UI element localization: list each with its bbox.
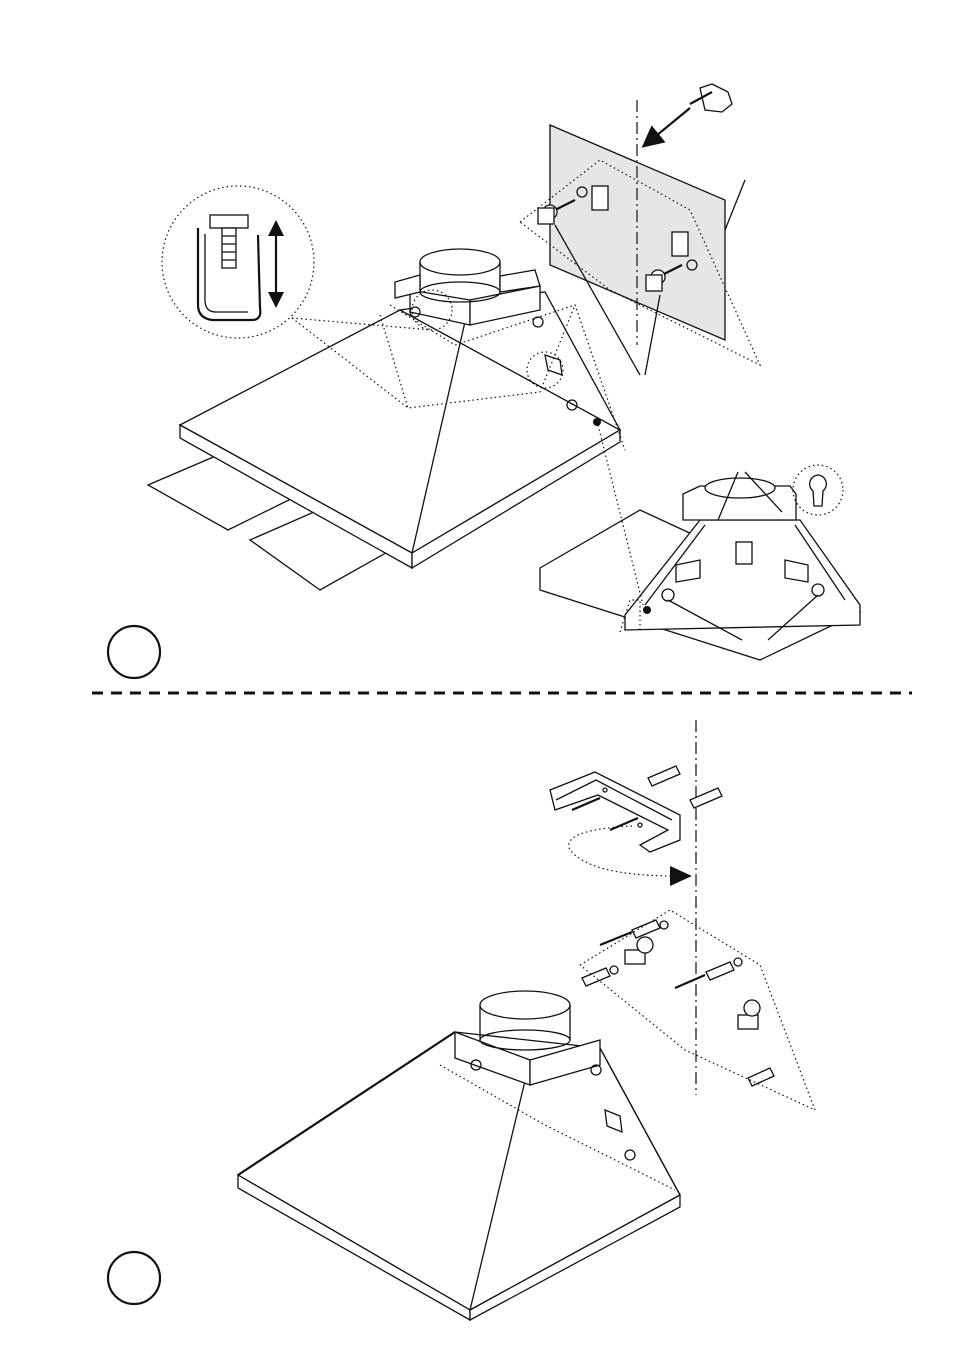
drilling-template bbox=[520, 125, 760, 375]
arrow-icon bbox=[670, 866, 692, 886]
step-1-group bbox=[108, 84, 860, 678]
step-1-marker bbox=[108, 626, 160, 678]
safety-bracket-right bbox=[738, 1000, 760, 1029]
keyhole-icon bbox=[793, 465, 843, 515]
step-2-group bbox=[108, 720, 815, 1320]
safety-bracket-left bbox=[625, 937, 653, 964]
step-2-marker bbox=[108, 1252, 160, 1304]
hood-step-2 bbox=[238, 991, 680, 1320]
double-arrow-icon bbox=[268, 220, 284, 308]
wall-bracket bbox=[550, 772, 680, 852]
hand-pencil-icon bbox=[690, 84, 732, 112]
